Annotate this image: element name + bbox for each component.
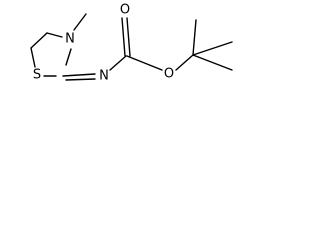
bond-n-ring-to-c-imine [65,48,72,66]
chemical-structure-diagram: N S N O O [30,3,233,84]
atom-label-o-carbonyl: O [120,3,130,18]
bond-ch2-to-ch2 [30,32,48,49]
bond-c-imine-to-n-imine-1 [62,73,96,77]
atom-label-o-ester: O [164,67,174,82]
bond-c-carbonyl-to-o-carbonyl-1 [121,17,126,57]
bond-c-imine-to-n-imine-2 [65,78,96,81]
bond-n-ring-to-methyl [73,13,87,31]
bond-c-carbonyl-to-o-carbonyl-2 [126,17,131,57]
bond-o-ester-to-c-quaternary [175,54,194,71]
bond-ch2-to-n-ring [46,32,63,38]
atom-label-s-ring: S [33,68,41,83]
bond-n-imine-to-c-carbonyl [109,55,127,71]
atom-label-n-imine: N [99,69,109,84]
bond-c-carbonyl-to-o-ester [126,55,163,71]
bond-c-quaternary-to-methyl-bottom [192,54,233,71]
bond-s-ring-to-ch2 [30,47,36,68]
bond-c-quaternary-to-methyl-right [192,41,233,56]
bond-c-quaternary-to-methyl-top [192,19,197,56]
atom-label-n-ring: N [65,32,75,47]
